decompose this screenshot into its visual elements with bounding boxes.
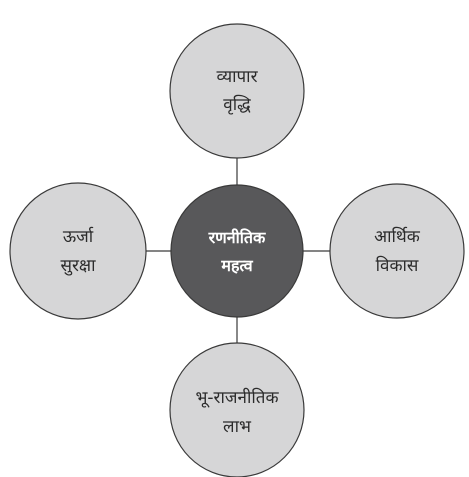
node-center: रणनीतिक महत्व [170,184,304,318]
node-right-label-line2: विकास [376,255,419,276]
node-center-circle [170,184,304,318]
node-right-circle [329,183,465,319]
node-top: व्यापार वृद्धि [169,23,305,159]
node-bottom-circle [169,342,305,477]
node-top-circle [169,23,305,159]
node-bottom: भू-राजनीतिक लाभ [169,342,305,477]
node-left-circle [9,182,147,320]
node-right: आर्थिक विकास [329,183,465,319]
node-top-label-line1: व्यापार [216,67,258,87]
node-right-label-line1: आर्थिक [374,226,421,247]
node-top-label-line2: वृद्धि [223,94,251,115]
node-left: ऊर्जा सुरक्षा [9,182,147,320]
node-left-label-line1: ऊर्जा [63,226,94,247]
node-bottom-label-line1: भू-राजनीतिक [195,387,279,408]
connectors [146,157,330,343]
node-bottom-label-line2: लाभ [223,417,252,437]
node-center-label-line1: रणनीतिक [208,228,266,247]
node-left-label-line2: सुरक्षा [60,256,96,276]
node-center-label-line2: महत्व [220,256,253,275]
